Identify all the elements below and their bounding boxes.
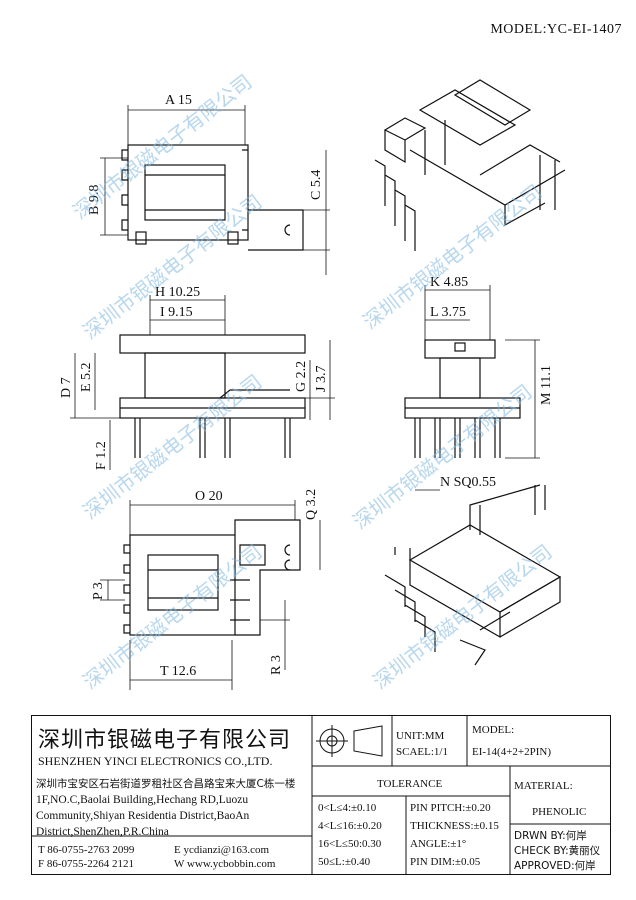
title-block: 深圳市银磁电子有限公司 SHENZHEN YINCI ELECTRONICS C… — [31, 715, 611, 875]
dim-o: O 20 — [195, 489, 223, 504]
unit: UNIT:MM — [396, 730, 445, 742]
material-value: PHENOLIC — [532, 806, 587, 818]
dim-j: J 3.7 — [314, 366, 329, 392]
dim-g: G 2.2 — [294, 361, 309, 392]
address-cn: 深圳市宝安区石岩街道罗租社区合昌路宝来大厦C栋一楼 — [36, 778, 296, 790]
angle: ANGLE:±1° — [410, 838, 467, 850]
watermark-5: 深圳市银磁电子有限公司 — [348, 380, 536, 534]
dim-m: M 11.1 — [539, 365, 554, 405]
address-en-2: Community,Shiyan Residentia District,Bao… — [36, 810, 250, 822]
watermark-1: 深圳市银磁电子有限公司 — [68, 70, 256, 224]
isometric-view-bottom — [384, 484, 562, 666]
email: E ycdianzi@163.com — [174, 844, 270, 856]
scale: SCAEL:1/1 — [396, 746, 448, 758]
tol-3: 16<L≤50:0.30 — [318, 838, 382, 850]
front-view — [119, 334, 306, 458]
model-label: MODEL: — [472, 724, 515, 736]
company-name-en: SHENZHEN YINCI ELECTRONICS CO.,LTD. — [38, 754, 273, 768]
dim-r: R 3 — [269, 655, 284, 675]
side-view — [404, 339, 521, 458]
tol-4: 50≤L:±0.40 — [318, 856, 371, 868]
dim-b: B 9.8 — [87, 185, 102, 215]
dim-h: H 10.25 — [155, 285, 200, 300]
technical-drawing: A 15 B 9.8 C 5.4 H 10.25 I 9.15 D 7 E 5.… — [59, 70, 566, 694]
company-name-cn: 深圳市银磁电子有限公司 — [38, 728, 292, 753]
dim-n: N SQ0.55 — [440, 475, 496, 490]
thickness: THICKNESS:±0.15 — [410, 820, 499, 832]
tol-2: 4<L≤16:±0.20 — [318, 820, 382, 832]
tol-1: 0<L≤4:±0.10 — [318, 802, 377, 814]
address-en-1: 1F,NO.C,Baolai Building,Hechang RD,Luozu — [36, 794, 249, 806]
model-number-header: MODEL:YC-EI-1407 — [490, 22, 622, 37]
pin-dim: PIN DIM:±0.05 — [410, 856, 481, 868]
address-en-3: District,ShenZhen,P.R.China — [36, 826, 169, 838]
dim-k: K 4.85 — [430, 275, 468, 290]
approved-by: APPROVED:何岸 — [514, 860, 596, 872]
dim-i: I 9.15 — [160, 305, 193, 320]
dim-e: E 5.2 — [79, 362, 94, 392]
dim-t: T 12.6 — [160, 664, 196, 679]
website: W www.ycbobbin.com — [174, 858, 276, 870]
dim-p: P 3 — [91, 582, 106, 600]
title-block-grid — [32, 716, 610, 874]
drawn-by: DRWN BY:何岸 — [514, 830, 587, 842]
tolerance-title: TOLERANCE — [377, 778, 443, 790]
dim-a: A 15 — [165, 93, 192, 108]
dim-q: Q 3.2 — [304, 489, 319, 520]
check-by: CHECK BY:黄丽仪 — [514, 845, 601, 857]
dim-f: F 1.2 — [94, 441, 109, 470]
dim-l: L 3.75 — [430, 305, 466, 320]
material-label: MATERIAL: — [514, 780, 573, 792]
watermark-7: 深圳市银磁电子有限公司 — [368, 540, 556, 694]
watermark-2: 深圳市银磁电子有限公司 — [78, 190, 266, 344]
address-block: 深圳市宝安区石岩街道罗租社区合昌路宝来大厦C栋一楼 1F,NO.C,Baolai… — [36, 776, 308, 840]
bottom-view — [123, 519, 301, 636]
tel: T 86-0755-2763 2099 — [38, 844, 135, 856]
isometric-view-top — [374, 79, 566, 251]
pin-pitch: PIN PITCH:±0.20 — [410, 802, 491, 814]
model-value: EI-14(4+2+2PIN) — [472, 746, 552, 758]
dim-d: D 7 — [59, 377, 74, 398]
top-view — [121, 144, 304, 251]
dim-c: C 5.4 — [309, 170, 324, 200]
fax: F 86-0755-2264 2121 — [38, 858, 134, 870]
